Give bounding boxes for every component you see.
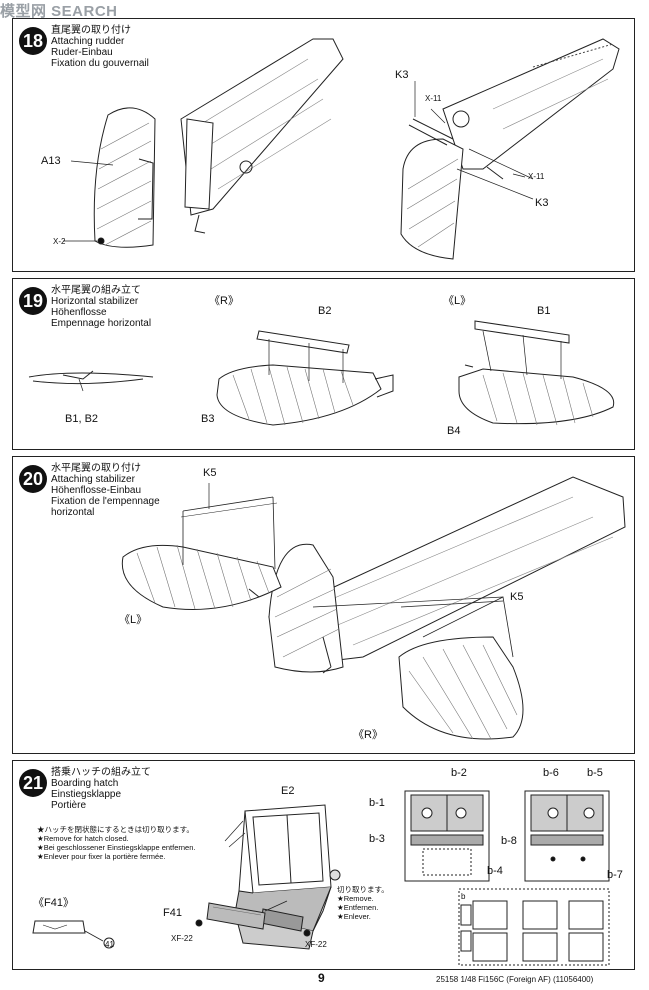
stabilizer-attach-diagram xyxy=(121,476,626,740)
label-b1: B1 xyxy=(537,305,551,317)
title-de: Höhenflosse-Einbau xyxy=(51,485,142,496)
label-ref-41: 41 xyxy=(105,940,114,949)
step-number: 20 xyxy=(19,465,47,493)
note-en: ★Remove for hatch closed. xyxy=(37,834,129,843)
label-e2: E2 xyxy=(281,785,295,797)
title-de: Ruder-Einbau xyxy=(51,47,113,58)
title-fr: Empennage horizontal xyxy=(51,318,152,329)
title-jp: 水平尾翼の取り付け xyxy=(51,463,141,474)
title-jp: 水平尾翼の組み立て xyxy=(51,285,141,296)
label-left: 《L》 xyxy=(119,614,148,626)
title-en: Attaching rudder xyxy=(51,36,125,47)
label-b2: b-2 xyxy=(451,767,467,779)
title-de: Höhenflosse xyxy=(51,307,107,318)
title-fr: Portière xyxy=(51,800,87,811)
label-b1-b2: B1, B2 xyxy=(65,413,99,425)
note-jp: ★ハッチを閉状態にするときは切り取ります。 xyxy=(37,825,194,834)
label-k5-top: K5 xyxy=(203,467,217,479)
title-en: Boarding hatch xyxy=(51,778,119,789)
label-k3-bottom: K3 xyxy=(535,197,549,209)
hatch-diagram xyxy=(32,790,610,966)
cut-de: ★Entfernen. xyxy=(337,903,379,912)
label-k5-right: K5 xyxy=(510,591,524,603)
watermark-logo: 模型网 SEARCH xyxy=(0,3,118,20)
page-number: 9 xyxy=(318,971,325,985)
step-19-panel: 19 水平尾翼の組み立て Horizontal stabilizer Höhen… xyxy=(12,278,635,450)
step-title: 搭乗ハッチの組み立て Boarding hatch Einstiegsklapp… xyxy=(51,767,151,811)
label-right: 《R》 xyxy=(209,295,239,307)
label-left: 《L》 xyxy=(443,295,472,307)
rudder-diagram xyxy=(63,38,620,260)
label-k3-top: K3 xyxy=(395,69,409,81)
step-number: 19 xyxy=(19,287,47,315)
label-b8: b-8 xyxy=(501,835,517,847)
title-en: Horizontal stabilizer xyxy=(51,296,139,307)
label-x2: X-2 xyxy=(53,237,66,246)
label-b4: b-4 xyxy=(487,865,503,877)
hatch-note: ★ハッチを閉状態にするときは切り取ります。 ★Remove for hatch … xyxy=(37,825,196,861)
step-21-panel: 21 搭乗ハッチの組み立て Boarding hatch Einstiegskl… xyxy=(12,760,635,970)
label-b3: b-3 xyxy=(369,833,385,845)
title-jp: 搭乗ハッチの組み立て xyxy=(51,767,151,778)
title-fr-2: horizontal xyxy=(51,507,95,518)
label-f41: F41 xyxy=(163,907,182,919)
label-b3: B3 xyxy=(201,413,215,425)
cut-fr: ★Enlever. xyxy=(337,912,371,921)
label-x11-right: X-11 xyxy=(528,172,545,181)
title-de: Einstiegsklappe xyxy=(51,789,122,800)
label-a13: A13 xyxy=(41,155,61,167)
label-xf22-left: XF-22 xyxy=(171,934,193,943)
label-b6: b-6 xyxy=(543,767,559,779)
title-en: Attaching stabilizer xyxy=(51,474,135,485)
product-code: 25158 1/48 Fi156C (Foreign AF) (11056400… xyxy=(436,975,594,984)
cut-jp: 切り取ります。 xyxy=(337,885,389,894)
step-title: 水平尾翼の取り付け Attaching stabilizer Höhenflos… xyxy=(51,463,160,518)
step-number: 18 xyxy=(19,27,47,55)
stabilizer-diagram xyxy=(28,320,615,426)
note-fr: ★Enlever pour fixer la portière fermée. xyxy=(37,852,166,861)
cut-note: 切り取ります。 ★Remove. ★Entfernen. ★Enlever. xyxy=(337,885,389,921)
label-xf22-right: XF-22 xyxy=(305,940,327,949)
step-number: 21 xyxy=(19,769,47,797)
title-fr: Fixation du gouvernail xyxy=(51,58,149,69)
label-b1: b-1 xyxy=(369,797,385,809)
cut-en: ★Remove. xyxy=(337,894,374,903)
label-b2: B2 xyxy=(318,305,332,317)
label-b-order: b xyxy=(461,892,466,901)
label-right: 《R》 xyxy=(353,729,383,741)
note-de: ★Bei geschlossener Einstiegsklappe entfe… xyxy=(37,843,196,852)
label-b5: b-5 xyxy=(587,767,603,779)
step-title: 水平尾翼の組み立て Horizontal stabilizer Höhenflo… xyxy=(51,285,151,329)
title-jp: 直尾翼の取り付け xyxy=(51,25,131,36)
label-b4: B4 xyxy=(447,425,461,437)
step-title: 直尾翼の取り付け Attaching rudder Ruder-Einbau F… xyxy=(51,25,149,69)
label-f41-ref: 《F41》 xyxy=(33,897,74,909)
title-fr: Fixation de l'empennage xyxy=(51,496,160,507)
step-18-panel: 18 直尾翼の取り付け Attaching rudder Ruder-Einba… xyxy=(12,18,635,272)
label-b7: b-7 xyxy=(607,869,623,881)
step-20-panel: 20 水平尾翼の取り付け Attaching stabilizer Höhenf… xyxy=(12,456,635,754)
label-x11-top: X-11 xyxy=(425,94,442,103)
